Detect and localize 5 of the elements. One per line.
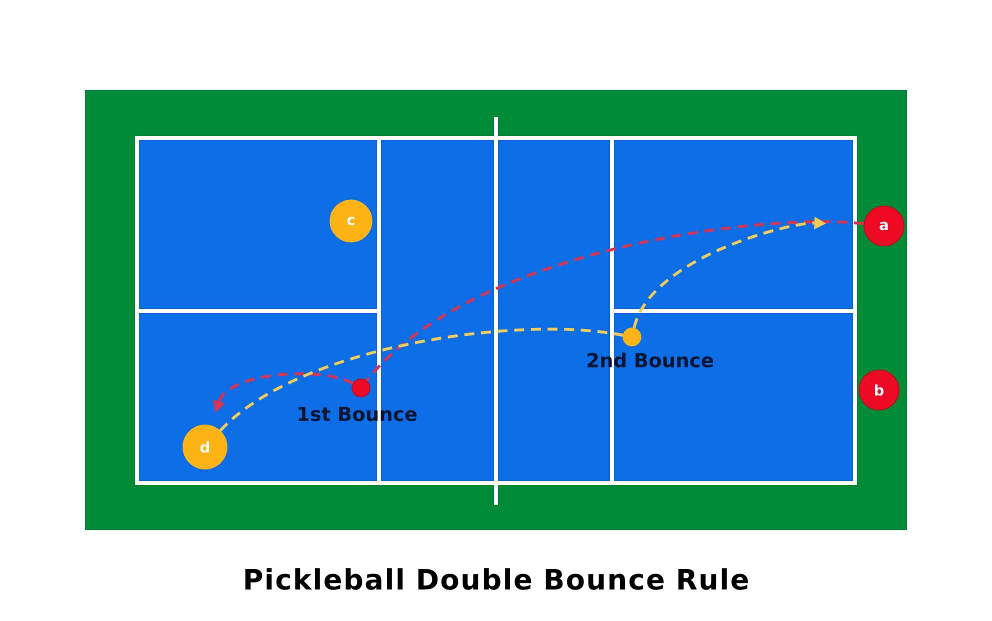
bounce-dot bbox=[622, 328, 642, 346]
title: Pickleball Double Bounce Rule bbox=[245, 568, 748, 590]
dashed-line bbox=[366, 220, 864, 382]
bounce-dot bbox=[352, 378, 370, 398]
dashed-line bbox=[219, 328, 624, 432]
